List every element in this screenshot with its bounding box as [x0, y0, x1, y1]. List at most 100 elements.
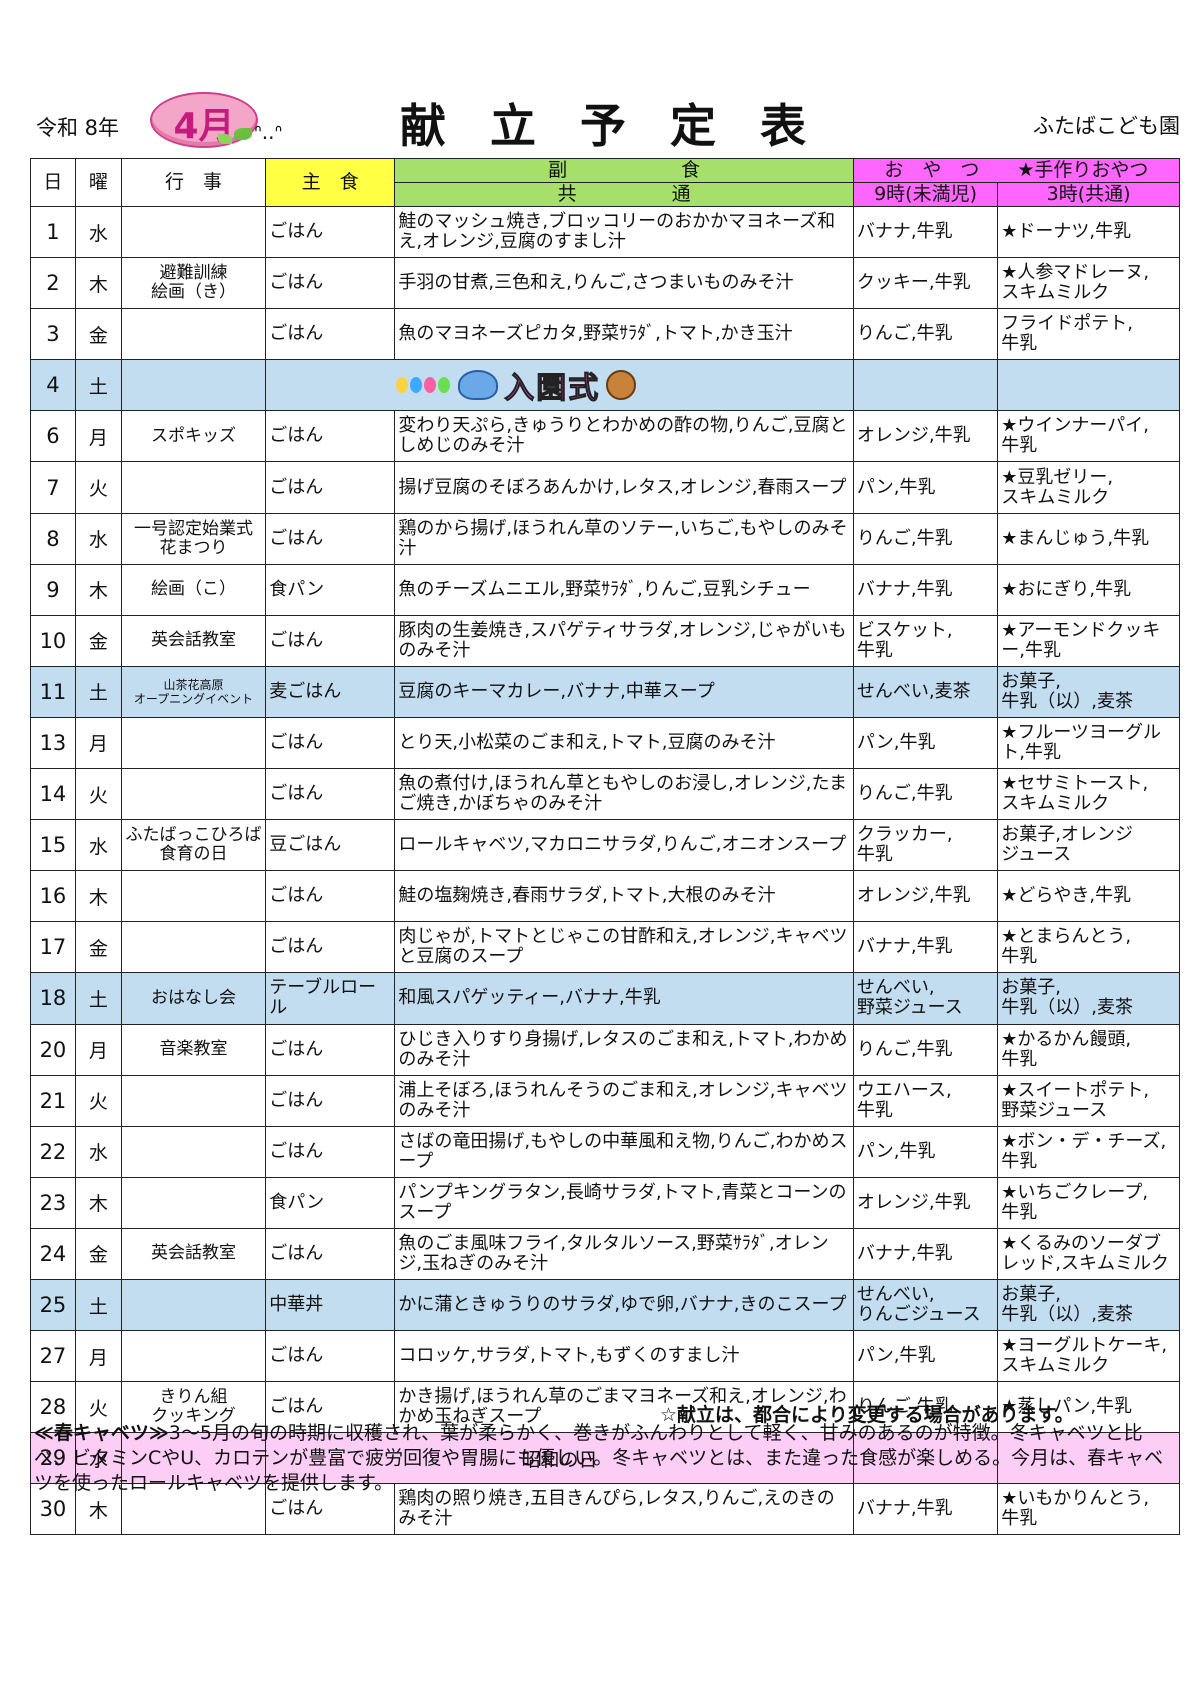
- event-cell: [120, 308, 267, 361]
- event-cell: [120, 1176, 267, 1229]
- snack-pm-cell: ★ドーナツ,牛乳: [997, 205, 1180, 259]
- day-cell: 20: [30, 1023, 76, 1076]
- main-dish-cell: ごはん: [265, 1483, 396, 1536]
- event-cell: ふたばっこひろば食育の日: [120, 819, 267, 872]
- weekday-cell: 水: [74, 819, 122, 872]
- main-dish-cell: ごはん: [265, 614, 396, 667]
- main-dish-cell: ごはん: [265, 1074, 396, 1127]
- weekday-cell: 月: [74, 1330, 122, 1383]
- snack-am-cell: ウエハース,牛乳: [852, 1074, 999, 1127]
- side-dish-cell: 豚肉の生姜焼き,スパゲティサラダ,オレンジ,じゃがいものみそ汁: [394, 614, 854, 667]
- col-header-main: 主 食: [265, 158, 396, 207]
- leaf-icon: [234, 128, 252, 140]
- snack-am-cell: [852, 1432, 999, 1485]
- note-title: ≪春キャベツ≫: [34, 1422, 169, 1444]
- weekday-cell: 水: [74, 512, 122, 565]
- main-dish-cell: 麦ごはん: [265, 665, 396, 718]
- col-header-side: 副 食: [394, 158, 854, 183]
- side-dish-cell: 鶏のから揚げ,ほうれん草のソテー,いちご,もやしのみそ汁: [394, 512, 854, 565]
- main-dish-cell: ごはん: [265, 921, 396, 974]
- main-dish-cell: ごはん: [265, 205, 396, 259]
- side-dish-cell: 手羽の甘煮,三色和え,りんご,さつまいものみそ汁: [394, 257, 854, 310]
- snack-am-cell: オレンジ,牛乳: [852, 1176, 999, 1229]
- snack-am-cell: バナナ,牛乳: [852, 563, 999, 616]
- snack-am-cell: りんご,牛乳: [852, 1381, 999, 1434]
- day-cell: 4: [30, 359, 76, 412]
- side-dish-cell: 鮭の塩麹焼き,春雨サラダ,トマト,大根のみそ汁: [394, 870, 854, 923]
- day-cell: 29: [30, 1432, 76, 1485]
- month-balloon-icon: [150, 92, 258, 148]
- weekday-cell: 木: [74, 870, 122, 923]
- side-dish-cell: さばの竜田揚げ,もやしの中華風和え物,りんご,わかめスープ: [394, 1125, 854, 1178]
- snack-pm-cell: ★かるかん饅頭,牛乳: [997, 1023, 1180, 1076]
- col-header-snack-am: 9時(未満児): [852, 182, 999, 207]
- snack-am-cell: パン,牛乳: [852, 461, 999, 514]
- col-header-event: 行 事: [120, 158, 267, 207]
- weekday-cell: 水: [74, 1125, 122, 1178]
- event-cell: [120, 716, 267, 770]
- weekday-cell: 土: [74, 359, 122, 412]
- weekday-cell: 金: [74, 308, 122, 361]
- month-label: 4月: [173, 106, 235, 147]
- main-dish-cell: ごはん: [265, 716, 396, 770]
- header-row-sub: 共 通 9時(未満児) 3時(共通): [31, 182, 1180, 207]
- main-dish-cell: 食パン: [265, 1176, 396, 1229]
- event-cell: [120, 1432, 267, 1485]
- snack-pm-cell: ★まんじゅう,牛乳: [997, 512, 1180, 565]
- snack-pm-cell: フライドポテト,牛乳: [997, 308, 1180, 361]
- day-cell: 24: [30, 1227, 76, 1280]
- weekday-cell: 火: [74, 461, 122, 514]
- day-cell: 1: [30, 205, 76, 259]
- snack-am-cell: バナナ,牛乳: [852, 921, 999, 974]
- main-dish-cell: ごはん: [265, 461, 396, 514]
- side-dish-cell: 鮭のマッシュ焼き,ブロッコリーのおかかマヨネーズ和え,オレンジ,豆腐のすまし汁: [394, 205, 854, 259]
- col-header-snack: お や つ ★手作りおやつ: [852, 158, 1181, 183]
- snack-am-cell: りんご,牛乳: [852, 768, 999, 821]
- bunny-icon: ᐢ..ᐢ: [254, 120, 283, 144]
- era-year: 令和 8年: [36, 116, 120, 140]
- snack-am-cell: オレンジ,牛乳: [852, 410, 999, 463]
- main-dish-cell: ごはん: [265, 257, 396, 310]
- snack-pm-cell: ★スイートポテト,野菜ジュース: [997, 1074, 1180, 1127]
- side-dish-cell: 肉じゃが,トマトとじゃこの甘酢和え,オレンジ,キャベツと豆腐のスープ: [394, 921, 854, 974]
- event-cell: [120, 1125, 267, 1178]
- snack-am-cell: せんべい,麦茶: [852, 665, 999, 718]
- snack-am-cell: せんべい,野菜ジュース: [852, 972, 999, 1025]
- ceremony-cell: 入園式: [265, 359, 854, 412]
- snack-am-cell: バナナ,牛乳: [852, 205, 999, 259]
- snack-am-cell: [852, 359, 999, 412]
- day-cell: 30: [30, 1483, 76, 1536]
- side-dish-cell: 変わり天ぷら,きゅうりとわかめの酢の物,りんご,豆腐としめじのみそ汁: [394, 410, 854, 463]
- side-dish-cell: かに蒲ときゅうりのサラダ,ゆで卵,バナナ,きのこスープ: [394, 1278, 854, 1332]
- event-cell: きりん組クッキング: [120, 1381, 267, 1434]
- snack-pm-cell: [997, 359, 1180, 412]
- event-cell: [120, 1483, 267, 1536]
- weekday-cell: 水: [74, 1432, 122, 1485]
- main-dish-cell: 食パン: [265, 563, 396, 616]
- day-cell: 8: [30, 512, 76, 565]
- snack-pm-cell: ★豆乳ゼリー,スキムミルク: [997, 461, 1180, 514]
- menu-table: 日 曜 行 事 主 食 副 食 お や つ ★手作りおやつ 共 通 9時(未満児…: [30, 158, 1181, 1536]
- snack-pm-cell: お菓子,牛乳（以）,麦茶: [997, 972, 1180, 1025]
- snack-am-cell: りんご,牛乳: [852, 308, 999, 361]
- snack-pm-cell: ★ヨーグルトケーキ,スキムミルク: [997, 1330, 1180, 1383]
- side-dish-cell: コロッケ,サラダ,トマト,もずくのすまし汁: [394, 1330, 854, 1383]
- monkey-icon: [606, 370, 637, 401]
- balloon-icon: [424, 377, 437, 394]
- weekday-cell: 土: [74, 1278, 122, 1332]
- day-cell: 2: [30, 257, 76, 310]
- side-dish-cell: パンプキングラタン,長崎サラダ,トマト,青菜とコーンのスープ: [394, 1176, 854, 1229]
- day-cell: 25: [30, 1278, 76, 1332]
